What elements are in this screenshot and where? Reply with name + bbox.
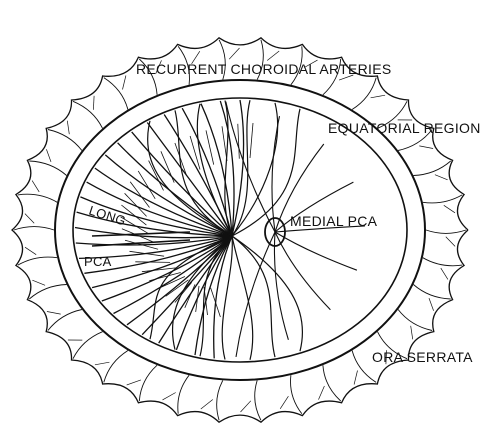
upper-vessel bbox=[232, 103, 278, 236]
recurrent-artery-branch bbox=[241, 401, 251, 412]
choroidal-vessel-branch bbox=[211, 288, 221, 317]
recurrent-artery bbox=[104, 351, 128, 383]
recurrent-artery-branch bbox=[95, 362, 110, 365]
lower-vessel bbox=[232, 236, 275, 357]
recurrent-artery bbox=[139, 365, 157, 401]
recurrent-artery bbox=[14, 227, 54, 230]
recurrent-artery-branch bbox=[67, 121, 69, 135]
choroidal-vessel-branch bbox=[138, 171, 155, 199]
choroidal-vessel bbox=[118, 143, 232, 236]
recurrent-choroidal-arteries-label: RECURRENT CHOROIDAL ARTERIES bbox=[136, 61, 392, 77]
recurrent-artery-branch bbox=[229, 48, 239, 59]
choroidal-vessel bbox=[159, 236, 232, 343]
medial-pca-vessel bbox=[272, 116, 280, 232]
recurrent-artery bbox=[423, 258, 462, 266]
recurrent-artery bbox=[426, 230, 466, 233]
long-pca-trunk bbox=[92, 232, 190, 246]
recurrent-artery bbox=[29, 285, 66, 300]
recurrent-artery-branch bbox=[25, 214, 34, 224]
ora-serrata-label: ORA SERRATA bbox=[372, 349, 473, 365]
recurrent-artery-branch bbox=[46, 149, 51, 162]
recurrent-artery bbox=[29, 161, 66, 176]
recurrent-artery-branch bbox=[446, 237, 455, 247]
recurrent-artery-branch bbox=[411, 326, 413, 340]
recurrent-artery-branch bbox=[25, 247, 36, 255]
recurrent-artery bbox=[48, 130, 82, 151]
recurrent-artery-branch bbox=[123, 76, 126, 90]
recurrent-artery bbox=[398, 310, 432, 331]
choroidal-vessel-branch bbox=[130, 182, 149, 208]
recurrent-artery bbox=[73, 101, 103, 128]
recurrent-artery-branch bbox=[93, 96, 94, 110]
recurrent-artery-branch bbox=[435, 175, 448, 180]
recurrent-artery-branch bbox=[354, 371, 357, 385]
recurrent-artery-branch bbox=[280, 396, 288, 409]
long-label: LONG bbox=[87, 203, 128, 229]
choroidal-vessel-branch bbox=[135, 262, 170, 263]
recurrent-artery-branch bbox=[371, 95, 386, 98]
recurrent-artery bbox=[73, 332, 103, 359]
lower-vessel bbox=[222, 236, 232, 360]
recurrent-artery-branch bbox=[163, 393, 176, 400]
choroidal-vessel bbox=[147, 123, 232, 237]
recurrent-artery bbox=[413, 161, 450, 176]
choroidal-vessel-branch bbox=[238, 124, 240, 159]
recurrent-artery-branch bbox=[201, 400, 213, 410]
recurrent-artery bbox=[18, 194, 57, 202]
choroidal-vessel-branch bbox=[250, 123, 253, 158]
medial-pca-vessel bbox=[275, 232, 357, 270]
recurrent-artery-branch bbox=[127, 380, 141, 385]
recurrent-artery bbox=[413, 285, 450, 300]
pca-label: PCA bbox=[84, 254, 112, 269]
recurrent-artery-branch bbox=[419, 146, 433, 149]
recurrent-artery-branch bbox=[32, 280, 45, 285]
recurrent-artery bbox=[217, 380, 223, 420]
equatorial-region-label: EQUATORIAL REGION bbox=[328, 120, 481, 136]
recurrent-artery-branch bbox=[32, 181, 39, 192]
recurrent-artery bbox=[178, 375, 189, 414]
recurrent-artery-branch bbox=[47, 312, 61, 315]
recurrent-artery-branch bbox=[429, 298, 434, 311]
recurrent-artery bbox=[291, 375, 302, 414]
recurrent-artery bbox=[255, 380, 261, 420]
recurrent-artery-branch bbox=[319, 386, 325, 400]
recurrent-artery-branch bbox=[444, 205, 455, 213]
choroidal-vessel-branch bbox=[196, 286, 199, 312]
medial-pca-vessel bbox=[275, 232, 330, 310]
recurrent-artery-branch bbox=[267, 51, 279, 61]
recurrent-artery-branch bbox=[441, 268, 448, 279]
recurrent-artery bbox=[323, 365, 341, 401]
recurrent-artery bbox=[352, 78, 376, 110]
choroidal-vessel bbox=[164, 115, 232, 237]
recurrent-artery bbox=[423, 195, 462, 203]
choroidal-vessel-branch bbox=[125, 193, 147, 216]
lower-vessel bbox=[232, 236, 302, 351]
recurrent-artery bbox=[18, 257, 57, 265]
medial-pca-label: MEDIAL PCA bbox=[290, 213, 378, 229]
